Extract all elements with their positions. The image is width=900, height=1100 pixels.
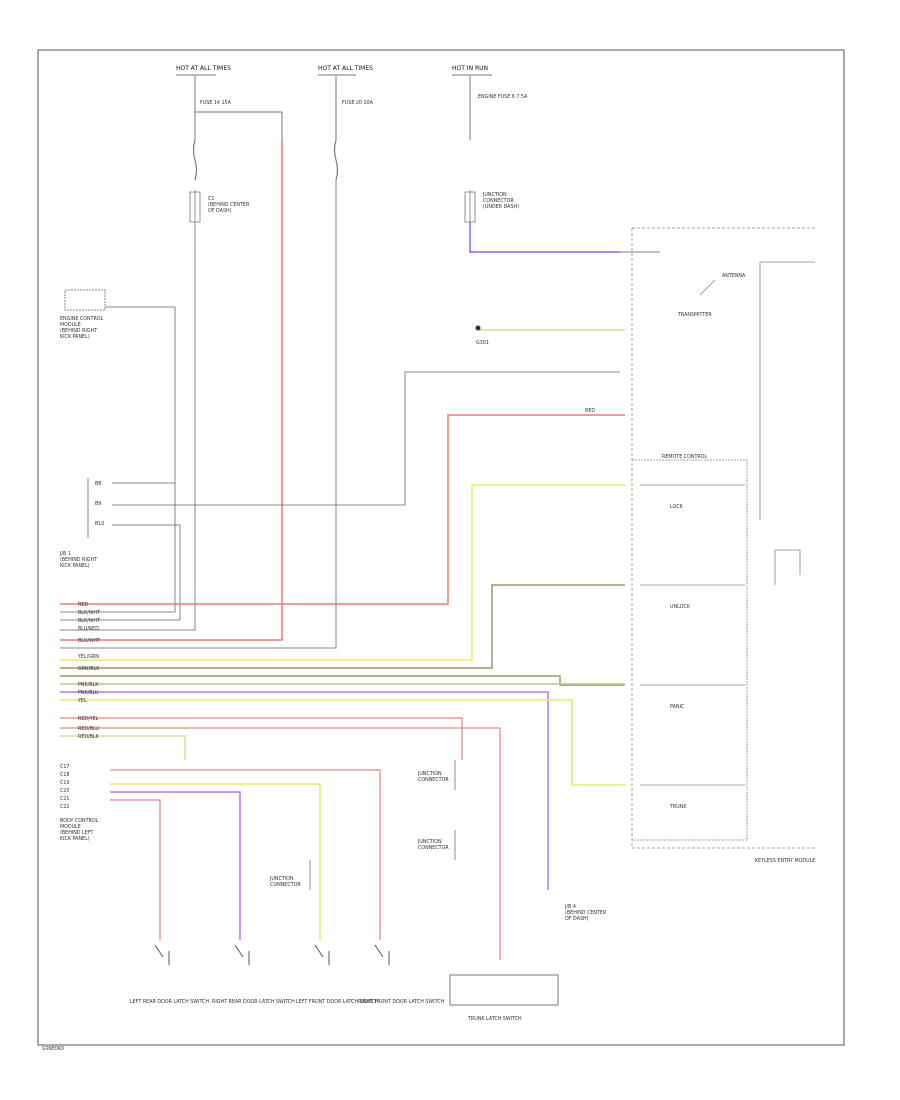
svg-text:OF DASH): OF DASH) <box>565 916 589 922</box>
svg-text:RED/BLK: RED/BLK <box>78 734 100 740</box>
wire-red-mid <box>60 414 625 605</box>
svg-text:C22: C22 <box>60 804 69 810</box>
svg-text:PNK/BLU: PNK/BLU <box>78 690 99 696</box>
svg-text:HOT IN RUN: HOT IN RUN <box>452 65 488 72</box>
svg-text:OF DASH): OF DASH) <box>208 208 232 214</box>
svg-text:REMOTE CONTROL: REMOTE CONTROL <box>662 454 708 460</box>
connector-c2: JUNCTION CONNECTOR (UNDER DASH) <box>464 190 519 245</box>
svg-text:CONNECTOR: CONNECTOR <box>483 198 514 204</box>
svg-text:FUSE 20 10A: FUSE 20 10A <box>342 100 374 106</box>
svg-text:BLK/WHT: BLK/WHT <box>78 610 100 616</box>
wire-fuse1-down <box>60 245 196 631</box>
lower-connector: C17 C18 C19 C20 C21 C22 BODY CONTROL MOD… <box>60 764 99 842</box>
svg-text:RED/YEL: RED/YEL <box>78 716 99 722</box>
svg-text:C18: C18 <box>60 772 69 778</box>
door-switch-1: LEFT REAR DOOR LATCH SWITCH <box>130 944 209 1005</box>
svg-text:PANIC: PANIC <box>670 704 685 710</box>
svg-text:KICK PANEL): KICK PANEL) <box>60 334 90 340</box>
svg-text:TRUNK LATCH SWITCH: TRUNK LATCH SWITCH <box>467 1016 522 1022</box>
svg-text:J/B 1: J/B 1 <box>59 551 71 557</box>
svg-text:JUNCTION: JUNCTION <box>417 839 442 845</box>
svg-text:LEFT FRONT DOOR LATCH SWITCH: LEFT FRONT DOOR LATCH SWITCH <box>296 999 379 1005</box>
svg-text:TRANSMITTER: TRANSMITTER <box>677 312 712 318</box>
fuse-drops <box>194 76 471 140</box>
svg-text:(BEHIND RIGHT: (BEHIND RIGHT <box>60 557 97 563</box>
svg-text:JUNCTION: JUNCTION <box>269 876 294 882</box>
svg-text:MODULE: MODULE <box>60 824 81 830</box>
svg-text:(UNDER DASH): (UNDER DASH) <box>483 204 519 210</box>
svg-text:ANTENNA: ANTENNA <box>722 273 746 279</box>
harness-pin-labels: RED BLK/WHT BLK/WHT BLU/RED BLU/WHT YEL/… <box>77 602 100 740</box>
fuse-symbols <box>192 139 339 181</box>
left-module-box: ENGINE CONTROL MODULE (BEHIND RIGHT KICK… <box>60 289 176 613</box>
svg-text:RED/BLU: RED/BLU <box>78 726 99 732</box>
fuse-header-2: HOT AT ALL TIMES FUSE 20 10A <box>318 65 374 106</box>
left-connector-stack: B8 B9 B10 J/B 1 (BEHIND RIGHT KICK PANEL… <box>59 371 620 621</box>
wire-red-long <box>60 140 283 641</box>
svg-text:(BEHIND LEFT: (BEHIND LEFT <box>60 830 93 836</box>
svg-text:PNK/BLK: PNK/BLK <box>78 682 99 688</box>
svg-text:C1: C1 <box>208 196 214 202</box>
door-switch-3: LEFT FRONT DOOR LATCH SWITCH <box>296 944 379 1005</box>
svg-text:(BEHIND RIGHT: (BEHIND RIGHT <box>60 328 97 334</box>
svg-text:RIGHT FRONT DOOR LATCH SWITCH: RIGHT FRONT DOOR LATCH SWITCH <box>358 999 445 1005</box>
svg-text:CONNECTOR: CONNECTOR <box>418 845 449 851</box>
fuse-header-1: HOT AT ALL TIMES FUSE 14 15A <box>176 65 232 106</box>
module-label: KEYLESS ENTRY MODULE <box>755 858 815 864</box>
svg-text:JUNCTION: JUNCTION <box>482 192 507 198</box>
svg-text:BLK/WHT: BLK/WHT <box>78 618 100 624</box>
door-switch-wires <box>110 769 381 940</box>
svg-text:ENGINE FUSE 6 7.5A: ENGINE FUSE 6 7.5A <box>478 94 528 100</box>
svg-text:(BEHIND CENTER: (BEHIND CENTER <box>208 202 250 208</box>
trunk-latch-switch: TRUNK LATCH SWITCH J/B 4 (BEHIND CENTER … <box>449 904 607 1022</box>
svg-text:B10: B10 <box>95 521 104 527</box>
svg-text:C19: C19 <box>60 780 69 786</box>
wire-label-red: RED <box>585 408 595 414</box>
fuse-header-3: HOT IN RUN ENGINE FUSE 6 7.5A <box>452 65 528 100</box>
svg-text:CONNECTOR: CONNECTOR <box>418 777 449 783</box>
svg-text:MODULE: MODULE <box>60 322 81 328</box>
svg-text:GRN/BLK: GRN/BLK <box>78 666 100 672</box>
svg-text:BLU/RED: BLU/RED <box>78 626 99 632</box>
wire-fuse2-down <box>60 180 337 649</box>
svg-text:RED: RED <box>78 602 88 608</box>
svg-text:UNLOCK: UNLOCK <box>670 604 691 610</box>
svg-text:HOT AT ALL TIMES: HOT AT ALL TIMES <box>176 65 231 72</box>
transmitter-region: TRANSMITTER ANTENNA <box>631 227 817 849</box>
svg-text:C21: C21 <box>60 796 69 802</box>
svg-text:YEL: YEL <box>77 698 87 704</box>
footer-code: G99E0K0 <box>42 1046 64 1052</box>
diagram-frame <box>37 49 845 1046</box>
svg-text:KICK PANEL): KICK PANEL) <box>60 836 90 842</box>
wire-blu-top <box>469 222 620 253</box>
svg-text:BODY CONTROL: BODY CONTROL <box>60 818 99 824</box>
connector-c1: C1 (BEHIND CENTER OF DASH) <box>189 190 250 245</box>
door-switch-2: RIGHT REAR DOOR LATCH SWITCH <box>212 944 295 1005</box>
svg-text:C17: C17 <box>60 764 69 770</box>
svg-text:JUNCTION: JUNCTION <box>417 771 442 777</box>
svg-text:C20: C20 <box>60 788 69 794</box>
svg-text:ENGINE CONTROL: ENGINE CONTROL <box>60 316 104 322</box>
svg-text:HOT AT ALL TIMES: HOT AT ALL TIMES <box>318 65 373 72</box>
splice-point <box>475 325 481 331</box>
svg-text:TRUNK: TRUNK <box>669 804 687 810</box>
svg-text:BLU/WHT: BLU/WHT <box>78 638 100 644</box>
wire-bundle <box>60 484 625 960</box>
remote-control-region: REMOTE CONTROL LOCK UNLOCK PANIC TRUNK <box>632 454 801 841</box>
door-switch-4: RIGHT FRONT DOOR LATCH SWITCH <box>358 944 445 1005</box>
svg-text:LOCK: LOCK <box>670 504 684 510</box>
center-junction: JUNCTION CONNECTOR JUNCTION CONNECTOR JU… <box>269 760 456 890</box>
svg-text:CONNECTOR: CONNECTOR <box>270 882 301 888</box>
svg-text:J/B 4: J/B 4 <box>564 904 576 910</box>
svg-text:LEFT REAR DOOR LATCH SWITCH: LEFT REAR DOOR LATCH SWITCH <box>130 999 209 1005</box>
svg-text:KICK PANEL): KICK PANEL) <box>60 563 90 569</box>
svg-text:B8: B8 <box>95 481 101 487</box>
svg-text:B9: B9 <box>95 501 101 507</box>
svg-text:YEL/GRN: YEL/GRN <box>77 654 99 660</box>
svg-text:RIGHT REAR DOOR LATCH SWITCH: RIGHT REAR DOOR LATCH SWITCH <box>212 999 295 1005</box>
splice-label: G301 <box>476 340 489 346</box>
svg-text:FUSE 14 15A: FUSE 14 15A <box>200 100 232 106</box>
svg-text:(BEHIND CENTER: (BEHIND CENTER <box>565 910 607 916</box>
